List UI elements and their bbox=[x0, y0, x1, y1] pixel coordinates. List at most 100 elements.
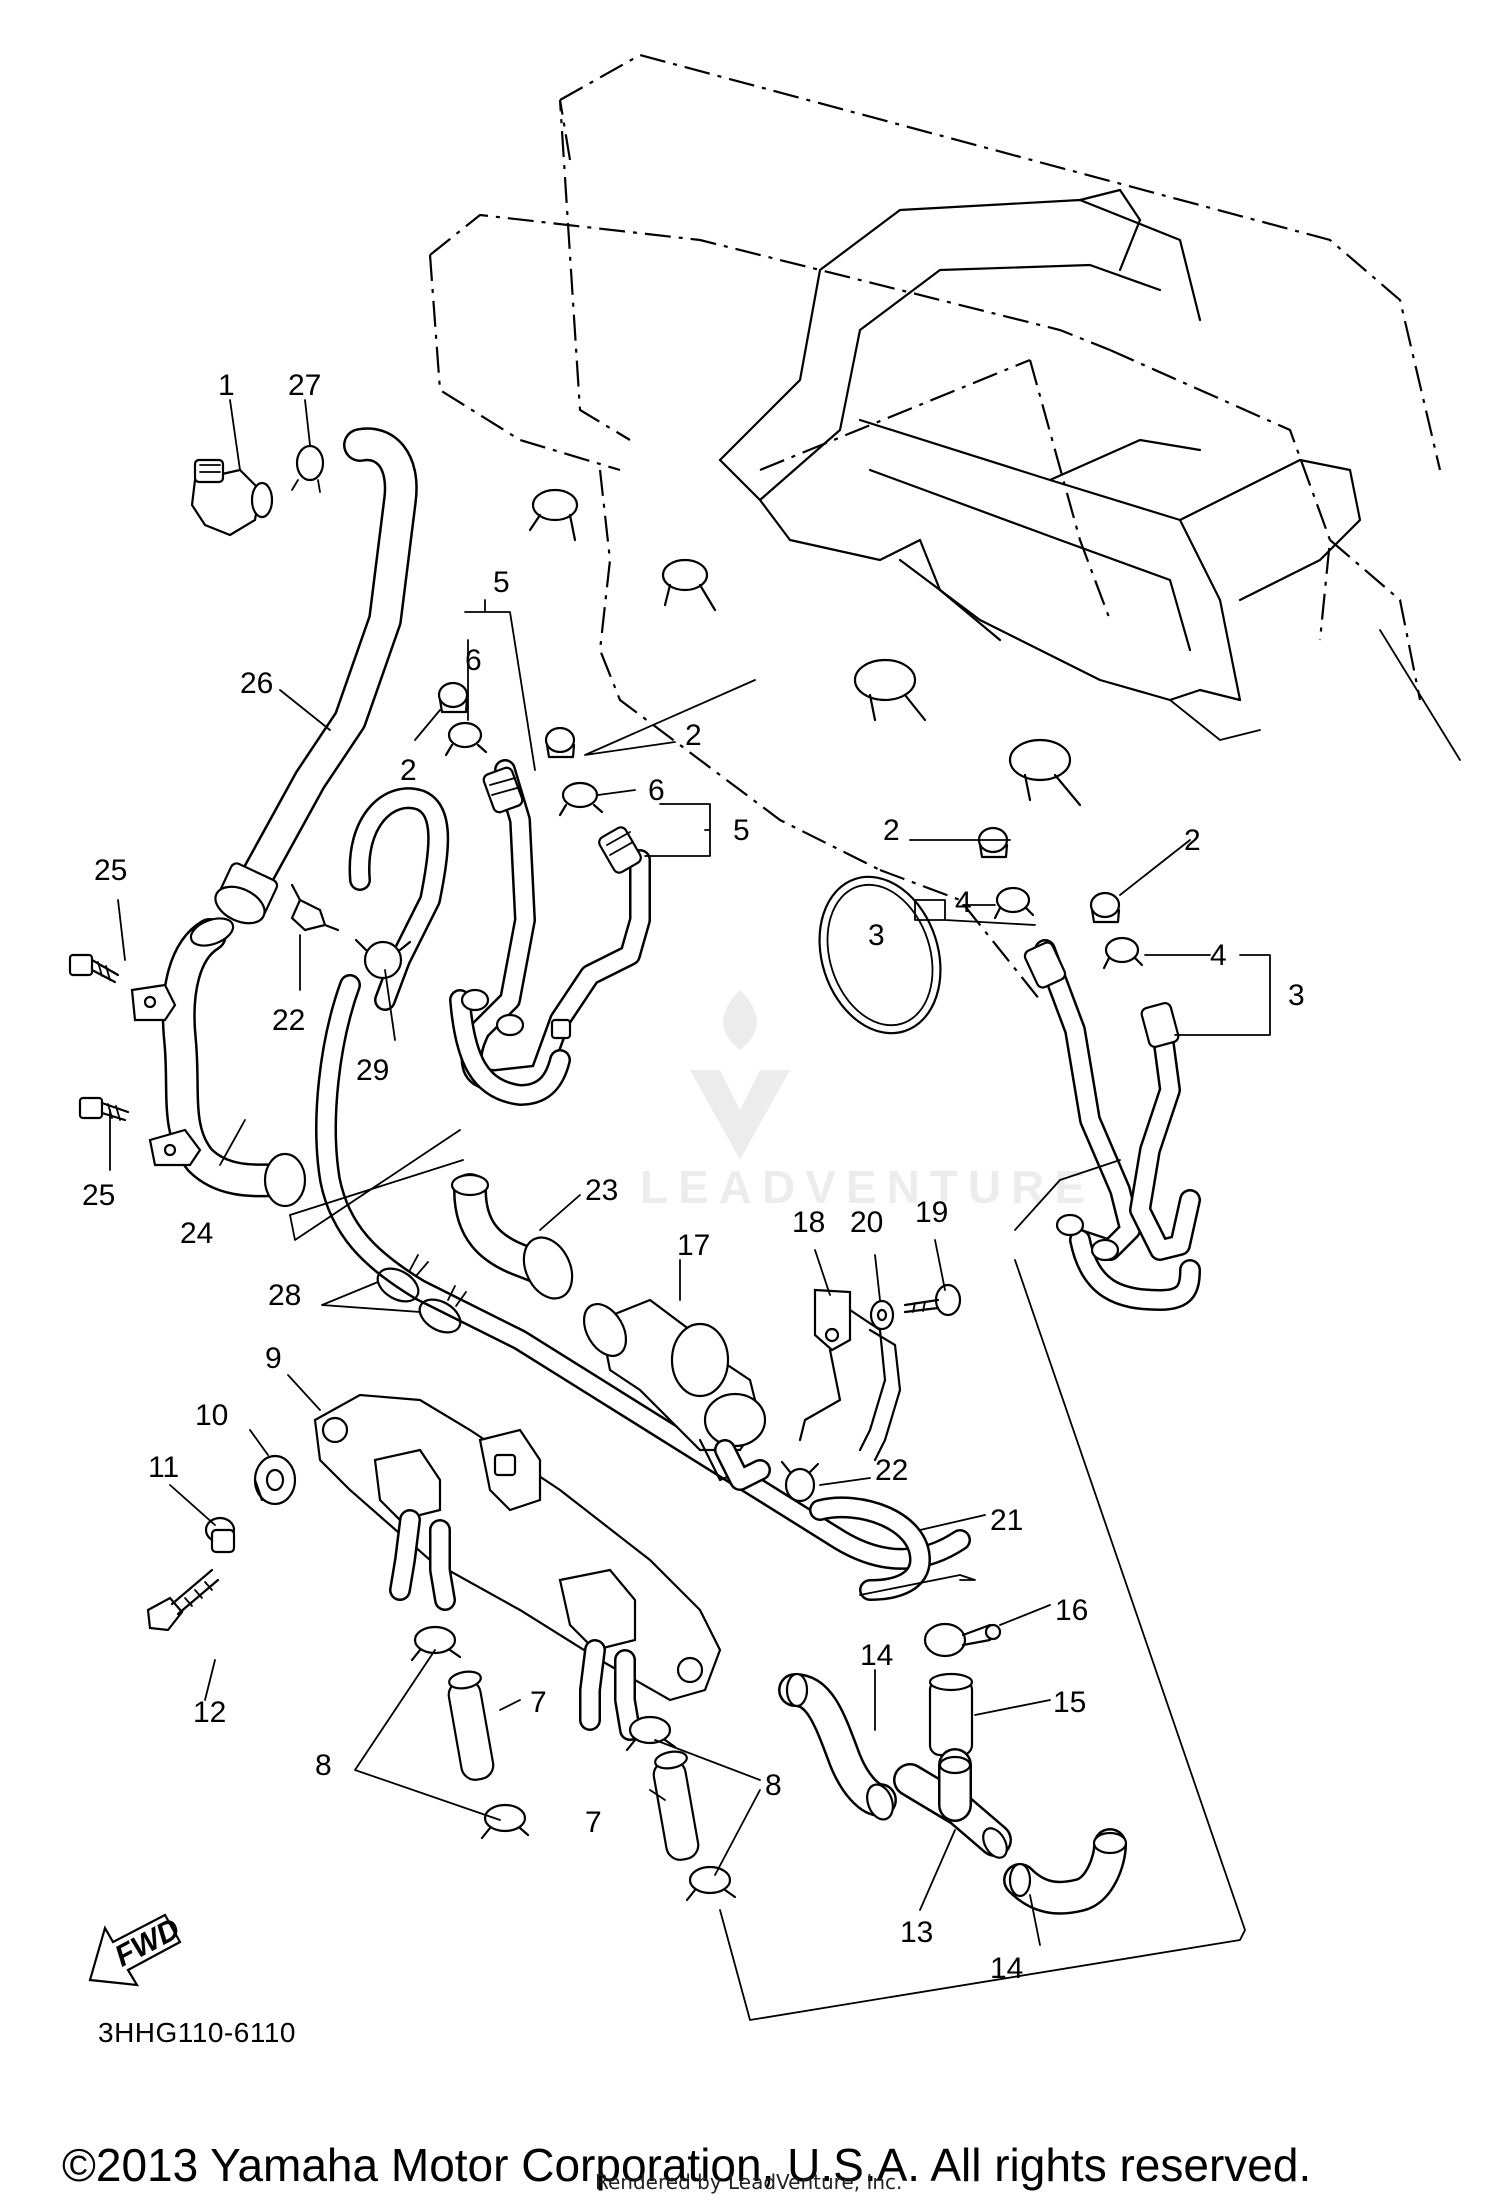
callout-2: 2 bbox=[1184, 824, 1201, 857]
hose-28-long bbox=[315, 974, 971, 1570]
hose-clip-22-upper bbox=[290, 883, 340, 932]
bolt-25-upper bbox=[68, 953, 120, 984]
callout-11: 11 bbox=[148, 1451, 179, 1484]
clip-27 bbox=[291, 444, 325, 493]
callout-22: 22 bbox=[272, 1004, 305, 1037]
callout-8: 8 bbox=[765, 1769, 782, 1802]
bracket-18 bbox=[798, 1288, 902, 1462]
t-joint-13 bbox=[893, 1748, 1012, 1859]
hose-15 bbox=[928, 1672, 974, 1757]
clamp-6-lower bbox=[558, 781, 604, 817]
clamp-8-c bbox=[625, 1715, 677, 1752]
bolt-12 bbox=[146, 1568, 220, 1632]
callout-22: 22 bbox=[875, 1454, 908, 1487]
clamp-8-d bbox=[685, 1865, 737, 1902]
callout-5: 5 bbox=[493, 566, 510, 599]
callout-21: 21 bbox=[990, 1504, 1023, 1537]
callout-19: 19 bbox=[915, 1196, 948, 1229]
callout-2: 2 bbox=[685, 719, 702, 752]
pipe-end-5-upper bbox=[482, 766, 524, 814]
reed-valve-plate-9 bbox=[313, 1393, 722, 1741]
hose-7-right bbox=[652, 1750, 700, 1861]
clamp-6-upper bbox=[444, 721, 488, 757]
callout-10: 10 bbox=[195, 1399, 228, 1432]
clamp-4-a bbox=[993, 886, 1035, 920]
callouts: 1 27 26 5 6 2 2 6 5 2 2 4 3 4 3 25 25 22… bbox=[82, 369, 1305, 1985]
hose-14-upper bbox=[778, 1672, 897, 1821]
engine-cover-ring bbox=[818, 875, 942, 1035]
clamp-28-a bbox=[376, 1254, 429, 1303]
callout-20: 20 bbox=[850, 1206, 883, 1239]
collar-11 bbox=[204, 1516, 236, 1554]
hose-14-lower bbox=[1003, 1828, 1128, 1915]
callout-12: 12 bbox=[193, 1696, 226, 1729]
callout-7: 7 bbox=[530, 1686, 547, 1719]
clamp-16 bbox=[923, 1622, 1002, 1658]
hose-clip-22-lower bbox=[780, 1460, 820, 1503]
callout-3: 3 bbox=[868, 919, 885, 952]
callout-7: 7 bbox=[585, 1806, 602, 1839]
engine-outline bbox=[428, 53, 1442, 1001]
callout-2: 2 bbox=[400, 754, 417, 787]
grommet-10 bbox=[253, 1454, 297, 1506]
fwd-arrow: FWD bbox=[88, 1912, 186, 1987]
pipe-assembly-3 bbox=[1023, 939, 1201, 1311]
elbow-fitting bbox=[190, 458, 274, 537]
cap-2-a bbox=[437, 681, 469, 714]
part-code: 3HHG110-6110 bbox=[98, 2017, 296, 2048]
callout-23: 23 bbox=[585, 1174, 618, 1207]
pipe-end-5-lower bbox=[598, 826, 642, 874]
intake-boots bbox=[528, 488, 1082, 807]
callout-17: 17 bbox=[677, 1229, 710, 1262]
callout-13: 13 bbox=[900, 1916, 933, 1949]
callout-14: 14 bbox=[990, 1952, 1023, 1985]
pipe-24 bbox=[130, 917, 307, 1208]
bolt-19 bbox=[903, 1283, 962, 1317]
watermark-logo bbox=[690, 990, 790, 1160]
callout-26: 26 bbox=[240, 667, 273, 700]
breather-hose-26 bbox=[214, 427, 418, 925]
callout-1: 1 bbox=[218, 369, 235, 402]
callout-16: 16 bbox=[1055, 1594, 1088, 1627]
callout-6: 6 bbox=[465, 644, 482, 677]
callout-4: 4 bbox=[955, 886, 972, 919]
callout-2: 2 bbox=[883, 814, 900, 847]
callout-9: 9 bbox=[265, 1342, 282, 1375]
cap-2-d bbox=[1089, 891, 1121, 924]
callout-27: 27 bbox=[288, 369, 321, 402]
callout-28: 28 bbox=[268, 1279, 301, 1312]
clamp-8-a bbox=[410, 1625, 462, 1662]
valve-17 bbox=[582, 1298, 771, 1491]
callout-15: 15 bbox=[1053, 1686, 1086, 1719]
bolt-25-lower bbox=[78, 1096, 130, 1122]
callout-6: 6 bbox=[648, 774, 665, 807]
airbox-housing bbox=[718, 188, 1461, 761]
clamp-8-b bbox=[480, 1803, 530, 1840]
hose-29 bbox=[348, 787, 450, 1011]
callout-3: 3 bbox=[1288, 979, 1305, 1012]
hose-7-left bbox=[447, 1670, 495, 1781]
cap-2-c bbox=[977, 826, 1009, 859]
clamp-4-b bbox=[1102, 936, 1144, 970]
pipe-assembly-5 bbox=[449, 759, 651, 1106]
callout-5: 5 bbox=[733, 814, 750, 847]
callout-18: 18 bbox=[792, 1206, 825, 1239]
callout-8: 8 bbox=[315, 1749, 332, 1782]
callout-24: 24 bbox=[180, 1217, 213, 1250]
rendered-by-credit: Rendered by LeadVenture, Inc. bbox=[595, 2170, 903, 2194]
cap-2-b bbox=[544, 726, 576, 759]
callout-4: 4 bbox=[1210, 939, 1227, 972]
leader-lines bbox=[109, 399, 1271, 2021]
hose-23 bbox=[450, 1173, 574, 1300]
callout-25: 25 bbox=[94, 854, 127, 887]
watermark-text: LEADVENTURE bbox=[640, 1161, 1096, 1213]
hose-21 bbox=[809, 1496, 931, 1601]
callout-14: 14 bbox=[860, 1639, 893, 1672]
callout-25: 25 bbox=[82, 1179, 115, 1212]
copyright-notice: ©2013 Yamaha Motor Corporation, U.S.A. A… bbox=[62, 2139, 1312, 2191]
clamp-28-b bbox=[418, 1285, 467, 1334]
callout-29: 29 bbox=[356, 1054, 389, 1087]
washer-20 bbox=[869, 1299, 895, 1331]
fwd-label: FWD bbox=[110, 1912, 186, 1973]
